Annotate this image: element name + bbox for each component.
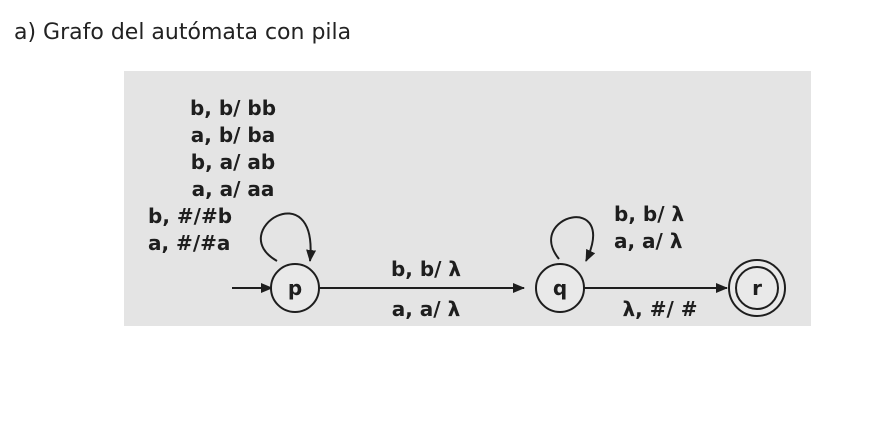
state-q-circle bbox=[535, 263, 585, 313]
state-r-inner-circle bbox=[735, 266, 779, 310]
state-p-circle bbox=[270, 263, 320, 313]
loop-q-arrow bbox=[550, 216, 596, 262]
edge-q-r-label-bottom: λ, #/ # bbox=[623, 297, 698, 321]
state-r-outer-circle bbox=[728, 259, 786, 317]
loop-p-label-5: b, #/#b bbox=[148, 204, 232, 228]
loop-q-label-1: b, b/ λ bbox=[614, 202, 684, 226]
section-heading: a) Grafo del autómata con pila bbox=[14, 20, 352, 45]
loop-p-label-2: a, b/ ba bbox=[191, 123, 275, 147]
loop-p-label-4: a, a/ aa bbox=[192, 177, 275, 201]
loop-p-arrow bbox=[259, 212, 317, 262]
loop-q-label-2: a, a/ λ bbox=[614, 229, 683, 253]
loop-p-label-1: b, b/ bb bbox=[190, 96, 276, 120]
edge-p-q-label-top: b, b/ λ bbox=[391, 257, 461, 281]
state-p-label: p bbox=[288, 276, 302, 300]
loop-p-label-3: b, a/ ab bbox=[191, 150, 275, 174]
state-r-label: r bbox=[752, 276, 762, 300]
loop-p-label-6: a, #/#a bbox=[148, 231, 230, 255]
automaton-diagram: p q r b, b/ bb a, b/ ba b, a/ ab a, a/ a… bbox=[124, 71, 811, 326]
state-q-label: q bbox=[553, 276, 567, 300]
automaton-graph: p q r b, b/ bb a, b/ ba b, a/ ab a, a/ a… bbox=[148, 96, 786, 321]
edge-p-q-label-bottom: a, a/ λ bbox=[392, 297, 461, 321]
